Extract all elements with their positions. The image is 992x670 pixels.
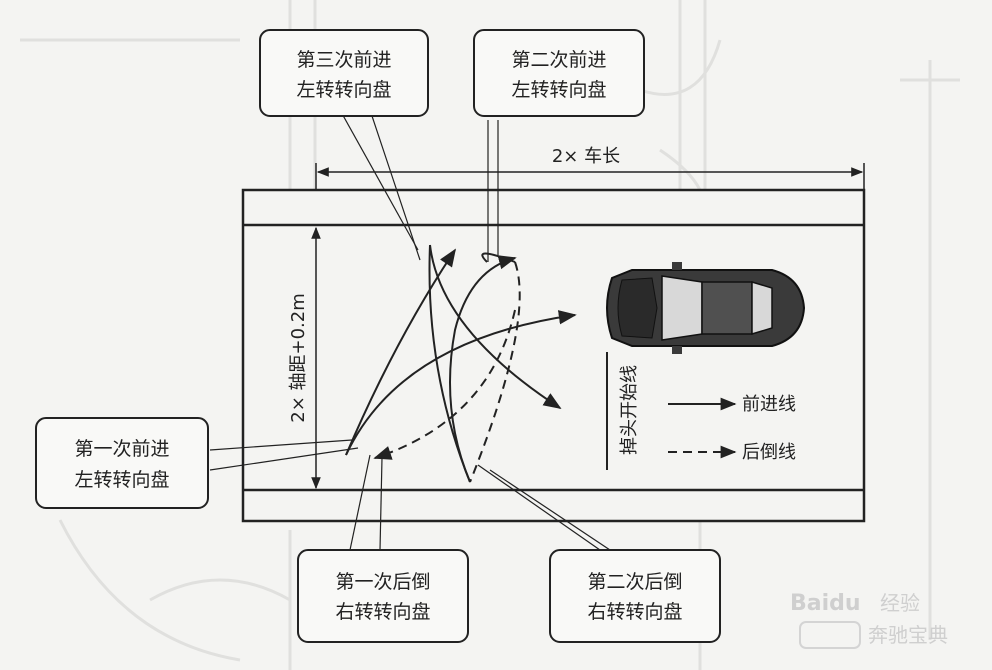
callout-third-forward-line2: 左转转向盘 — [296, 79, 391, 101]
legend-reverse-label: 后倒线 — [742, 442, 796, 463]
watermark-logo: Baidu — [790, 591, 861, 616]
callout-first-forward: 第一次前进 左转转向盘 — [35, 417, 209, 509]
callout-second-reverse-line1: 第二次后倒 — [587, 571, 682, 593]
second-reverse-path — [469, 261, 521, 483]
first-forward-path — [345, 310, 577, 456]
callout-second-forward: 第二次前进 左转转向盘 — [473, 29, 645, 117]
lens-right — [481, 252, 516, 263]
watermark: Baidu 经验 奔驰宝典 — [790, 591, 948, 649]
legend: 前进线 后倒线 — [668, 394, 796, 463]
road-outline — [241, 188, 866, 523]
watermark-text2: 奔驰宝典 — [868, 623, 948, 647]
third-forward-path — [429, 244, 562, 409]
second-forward-path — [345, 248, 456, 456]
callout-first-forward-line2: 左转转向盘 — [74, 469, 169, 491]
callout-first-reverse-line2: 右转转向盘 — [335, 601, 430, 623]
leader-lines — [209, 109, 611, 551]
callout-second-reverse-line2: 右转转向盘 — [587, 601, 682, 623]
callout-first-reverse-line1: 第一次后倒 — [335, 571, 430, 593]
watermark-text1: 经验 — [880, 591, 920, 615]
first-reverse-path — [373, 309, 516, 460]
watermark-car-icon — [799, 621, 861, 649]
callout-third-forward-line1: 第三次前进 — [296, 49, 391, 71]
road-length-label: 2× 车长 — [552, 146, 620, 167]
road — [241, 188, 866, 523]
length-dimension — [315, 163, 865, 190]
car — [606, 262, 806, 354]
callout-second-forward-line2: 左转转向盘 — [511, 79, 606, 101]
road-width-label: 2× 轴距+0.2m — [288, 293, 309, 423]
trajectories — [345, 244, 577, 483]
callout-third-forward: 第三次前进 左转转向盘 — [259, 29, 429, 117]
callout-second-forward-line1: 第二次前进 — [511, 49, 606, 71]
start-line-label: 掉头开始线 — [619, 365, 640, 455]
legend-forward-label: 前进线 — [742, 394, 796, 415]
callout-first-reverse: 第一次后倒 右转转向盘 — [297, 549, 469, 643]
callout-first-forward-line1: 第一次前进 — [74, 438, 169, 460]
callout-second-reverse: 第二次后倒 右转转向盘 — [549, 549, 721, 643]
second-forward-top — [449, 255, 517, 483]
